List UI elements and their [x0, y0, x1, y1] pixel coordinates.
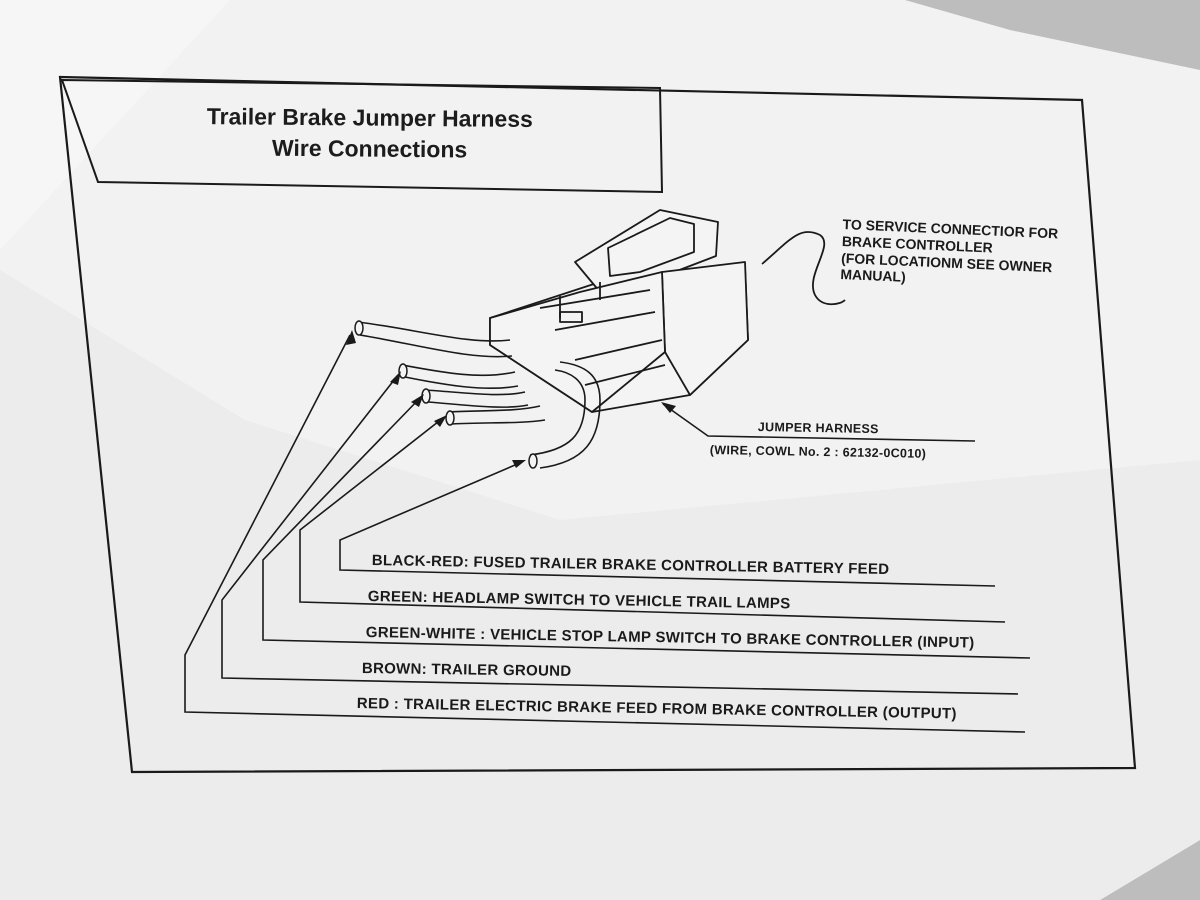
wire-ends: [354, 320, 538, 469]
paper-fold-shade-left: [0, 0, 230, 250]
outer-border: [58, 75, 1137, 774]
wire-3-stub: [424, 389, 529, 408]
connector-body: [489, 209, 749, 413]
title-line-1: Trailer Brake Jumper Harness: [206, 103, 533, 132]
connector-rib-1: [539, 289, 651, 309]
connector-latch-slot: [607, 217, 695, 277]
arrowhead-green: [434, 415, 447, 427]
wire-label-brown: BROWN: TRAILER GROUND: [361, 660, 572, 680]
service-note: TO SERVICE CONNECTIOR FOR BRAKE CONTROLL…: [840, 216, 1058, 293]
wire-end-1: [354, 320, 364, 336]
title-box: [60, 78, 664, 194]
connector-key: [559, 311, 583, 323]
leader-green-white: [262, 397, 1031, 659]
connector-rib-4: [584, 364, 666, 386]
jumper-harness-label: JUMPER HARNESS: [757, 420, 879, 437]
arrowhead-brown: [390, 371, 401, 385]
wire-leaders: [184, 334, 1031, 733]
connector-front-face: [489, 271, 666, 413]
leader-green: [299, 417, 1006, 623]
connector-rib-2: [554, 311, 656, 331]
wire-end-2: [398, 363, 408, 379]
leader-brown: [221, 374, 1019, 695]
wire-1-stub: [357, 321, 513, 358]
title-line-2: Wire Connections: [271, 134, 468, 163]
arrowhead-black-red: [512, 460, 526, 468]
diagram-title: Trailer Brake Jumper Harness Wire Connec…: [74, 100, 665, 167]
connector-rib-3: [574, 339, 663, 361]
wire-5-stub: [529, 361, 601, 469]
arrowhead-red: [346, 330, 356, 345]
arrowhead-green-white: [411, 394, 424, 407]
leader-arrowheads: [346, 330, 526, 468]
jumper-harness-leader: [662, 403, 976, 442]
leader-red: [184, 334, 1026, 733]
wire-end-5: [528, 453, 538, 469]
jumper-harness-arrowhead: [661, 402, 676, 413]
paper-fold-shade: [0, 270, 1200, 900]
wire-end-4: [445, 410, 455, 426]
wire-4-stub: [447, 405, 546, 425]
harness-wires: [357, 321, 601, 469]
service-leader-line: [761, 230, 846, 306]
wire-2-stub: [401, 364, 519, 390]
leader-black-red: [339, 461, 996, 587]
